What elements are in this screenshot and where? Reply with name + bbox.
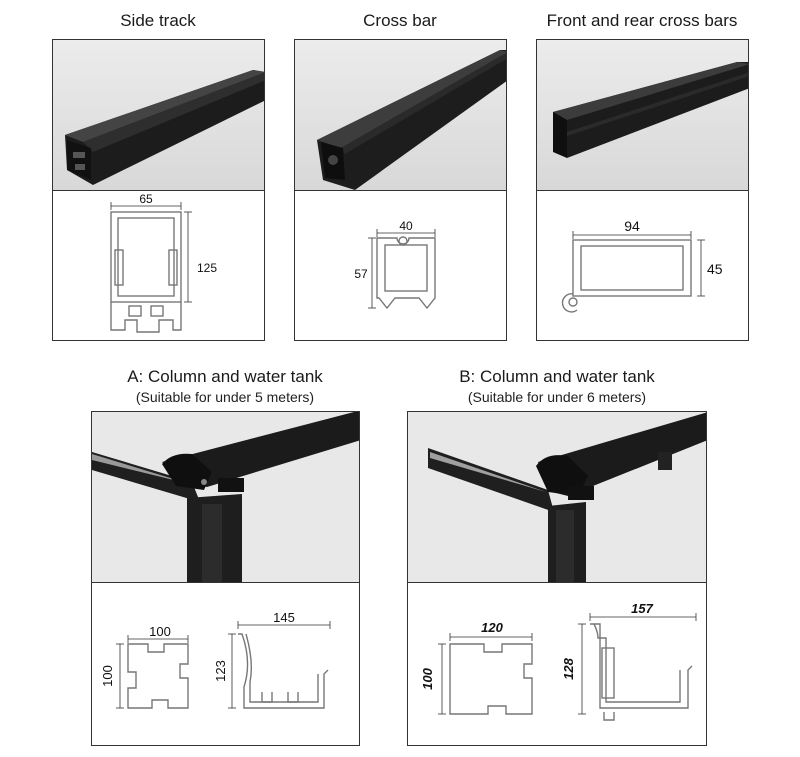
front-rear-card: 94 45	[536, 39, 749, 341]
option-b-column-height-label: 100	[420, 667, 435, 689]
option-a-subtitle: (Suitable for under 5 meters)	[135, 389, 315, 405]
cross-bar-title: Cross bar	[363, 11, 437, 30]
option-b-photo	[408, 412, 706, 582]
front-rear-width-label: 94	[624, 218, 640, 234]
side-track-width-label: 65	[139, 192, 153, 206]
option-a-tank-width-label: 145	[273, 610, 295, 625]
option-a-column-height-label: 100	[100, 665, 115, 687]
cross-bar-photo	[295, 40, 506, 190]
side-track-divider	[53, 190, 264, 191]
option-a-card: 100 100 145 123	[91, 411, 360, 746]
option-a-profile-drawing: 100 100 145 123	[100, 610, 331, 709]
cross-bar-divider	[295, 190, 506, 191]
side-track-card: 65 125	[52, 39, 265, 341]
option-b-divider	[408, 582, 706, 583]
side-track-height-label: 125	[197, 261, 217, 275]
side-track-photo	[53, 40, 264, 190]
front-rear-photo	[537, 40, 748, 190]
option-a-photo	[92, 412, 359, 582]
cross-bar-height-label: 57	[354, 267, 368, 281]
option-a-title: A: Column and water tank	[127, 367, 323, 386]
option-a-divider	[92, 582, 359, 583]
option-a-column-width-label: 100	[149, 624, 171, 639]
option-b-column-width-label: 120	[481, 620, 503, 635]
option-b-card: 120 100 157 128	[407, 411, 707, 746]
front-rear-height-label: 45	[707, 261, 723, 277]
cross-bar-card: 40 57	[294, 39, 507, 341]
cross-bar-profile-drawing: 40 57	[354, 219, 436, 310]
option-b-title: B: Column and water tank	[459, 367, 655, 386]
option-b-subtitle: (Suitable for under 6 meters)	[467, 389, 647, 405]
option-b-tank-width-label: 157	[631, 601, 653, 616]
cross-bar-width-label: 40	[399, 219, 413, 233]
option-a-tank-height-label: 123	[213, 660, 228, 682]
side-track-profile-drawing: 65 125	[110, 192, 217, 333]
side-track-title: Side track	[120, 11, 196, 30]
option-b-tank-height-label: 128	[561, 657, 576, 679]
front-rear-profile-drawing: 94 45	[561, 218, 723, 313]
front-rear-divider	[537, 190, 748, 191]
front-rear-cross-bars-title: Front and rear cross bars	[546, 11, 738, 30]
option-b-profile-drawing: 120 100 157 128	[420, 601, 697, 721]
